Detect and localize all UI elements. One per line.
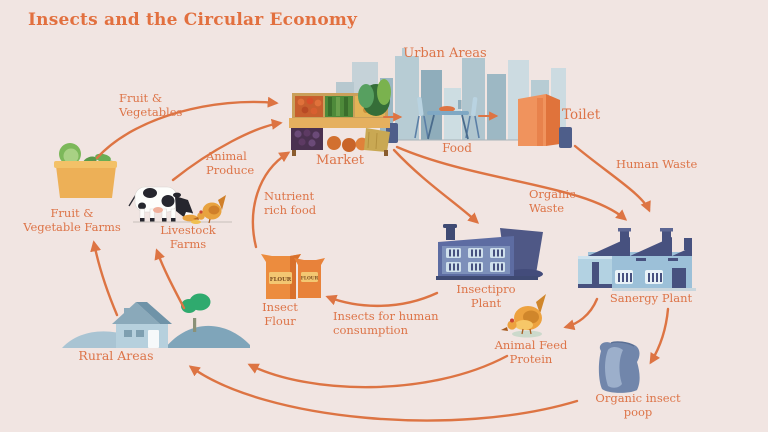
arrow-market-to-insectipro xyxy=(392,148,480,224)
node-label-fruit-vegetable-farms: Fruit & Vegetable Farms xyxy=(23,206,121,234)
arrow-feed-to-rural xyxy=(247,354,509,389)
node-label-insect-flour: Insect Flour xyxy=(262,300,298,328)
fruit-vegetable-farms-icon xyxy=(54,143,117,198)
node-label-sanergy-plant: Sanergy Plant xyxy=(609,291,693,305)
arrow-livestock-to-market xyxy=(171,118,283,182)
flow-label-animal-produce: Animal Produce xyxy=(206,149,255,177)
insectipro-plant-icon xyxy=(436,224,543,280)
flow-label-human-waste: Human Waste xyxy=(616,157,698,171)
arrow-market-to-sanergy xyxy=(395,145,628,221)
food-table-icon xyxy=(414,96,480,140)
arrow-rural-to-livestock xyxy=(154,248,186,310)
flow-label-insects-for-human-consumption: Insects for human consumption xyxy=(333,309,439,337)
toilet-icon xyxy=(518,94,560,146)
arrow-sanergy-to-feed xyxy=(563,297,599,331)
arrow-sanergy-to-poop xyxy=(649,307,670,365)
node-label-toilet: Toilet xyxy=(562,107,601,123)
node-label-urban-areas: Urban Areas xyxy=(403,46,487,61)
flow-label-nutrient-rich-food: Nutrient rich food xyxy=(264,189,317,217)
cow-icon xyxy=(128,186,232,223)
flour-bag-text: FLOUR xyxy=(270,277,292,283)
page-title: Insects and the Circular Economy xyxy=(28,10,358,30)
arrow-farms-to-market xyxy=(95,96,279,160)
node-label-animal-feed-protein: Animal Feed Protein xyxy=(494,338,568,366)
node-label-insectipro-plant: Insectipro Plant xyxy=(456,282,516,310)
arrow-toilet-to-sanergy xyxy=(573,144,651,213)
node-label-rural-areas: Rural Areas xyxy=(78,348,154,363)
arrow-poop-to-rural xyxy=(188,365,579,422)
flour-bag-text: FLOUR xyxy=(301,277,319,282)
node-label-food: Food xyxy=(442,141,472,155)
node-label-market: Market xyxy=(315,153,365,168)
poop-sack-icon xyxy=(598,341,640,393)
flow-label-organic-waste: Organic Waste xyxy=(529,187,576,215)
livestock-chicken-icon xyxy=(191,195,226,224)
insect-flour-bags-icon: FLOUR FLOUR xyxy=(261,254,325,299)
node-label-livestock-farms: Livestock Farms xyxy=(160,223,216,251)
sanergy-plant-icon xyxy=(578,228,696,291)
arrow-insectipro-to-flour xyxy=(325,291,439,308)
animal-feed-chicken-icon xyxy=(501,294,546,338)
node-label-organic-insect-poop: Organic insect poop xyxy=(595,391,681,419)
arrow-rural-to-farms xyxy=(90,240,119,317)
market-stand-icon xyxy=(289,79,391,156)
flow-label-fruit-vegetables: Fruit & Vegetables xyxy=(119,91,183,119)
arrow-flour-to-market xyxy=(251,151,291,249)
rural-areas-icon xyxy=(62,293,250,348)
